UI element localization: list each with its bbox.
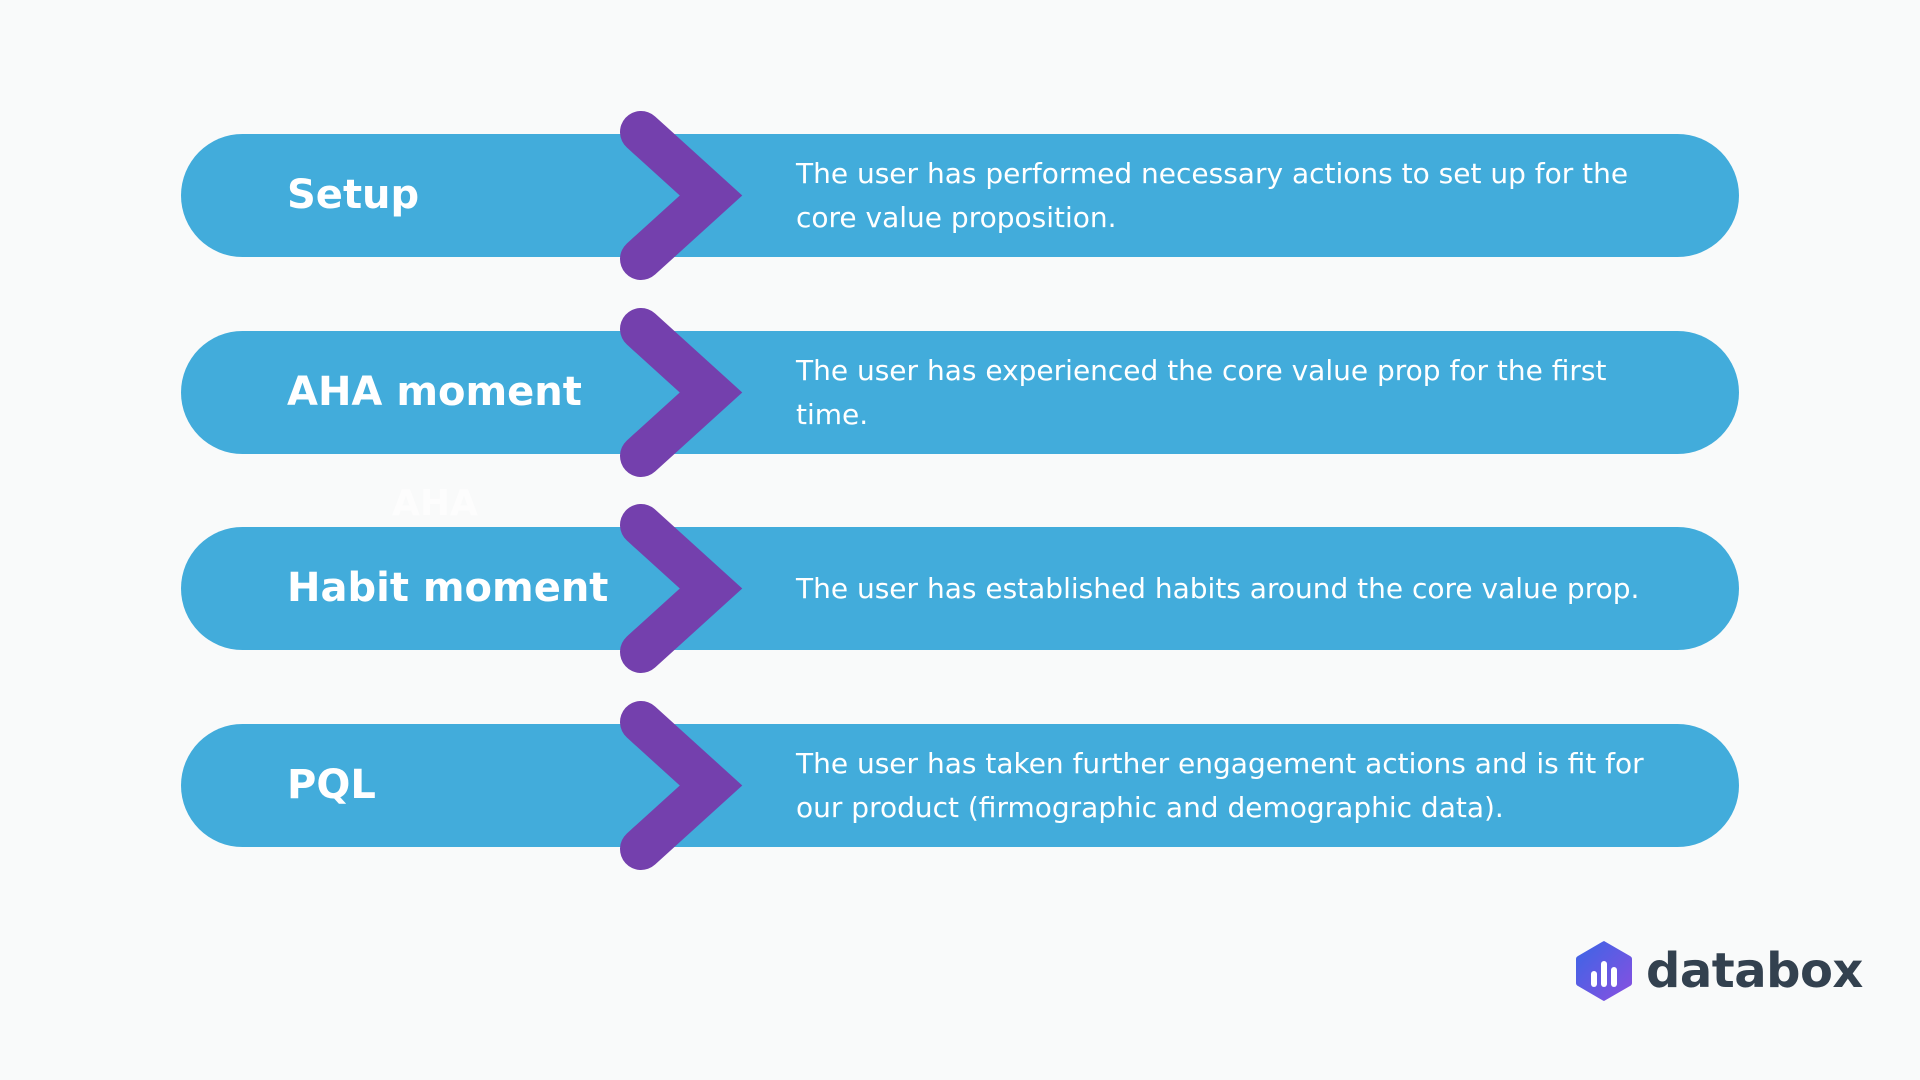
step-habit-moment: Habit moment The user has established ha… bbox=[181, 504, 1739, 673]
step-description: The user has taken further engagement ac… bbox=[796, 746, 1644, 824]
step-label: PQL bbox=[287, 762, 376, 808]
chevron-right-icon bbox=[620, 504, 743, 673]
step-description: The user has experienced the core value … bbox=[796, 353, 1607, 431]
step-description: The user has performed necessary actions… bbox=[796, 156, 1629, 234]
ghost-text: AHA bbox=[392, 483, 478, 524]
step-pill bbox=[181, 331, 1739, 454]
databox-logo: databox bbox=[1574, 940, 1863, 1002]
chevron-right-icon bbox=[620, 701, 743, 870]
step-pill bbox=[181, 527, 1739, 650]
step-label: Habit moment bbox=[287, 565, 609, 611]
step-description: The user has established habits around t… bbox=[796, 571, 1640, 605]
step-label: Setup bbox=[287, 172, 420, 218]
chevron-right-icon bbox=[620, 308, 743, 477]
step-pill bbox=[181, 134, 1739, 257]
chevron-right-icon bbox=[620, 111, 743, 280]
step-setup: Setup The user has performed necessary a… bbox=[181, 111, 1739, 280]
step-aha-moment: AHA moment The user has experienced the … bbox=[181, 308, 1739, 477]
databox-hexagon-bars-icon bbox=[1576, 941, 1632, 1001]
step-pql: PQL The user has taken further engagemen… bbox=[181, 701, 1739, 870]
step-pill bbox=[181, 724, 1739, 847]
logo-wordmark: databox bbox=[1646, 943, 1863, 999]
step-label: AHA moment bbox=[287, 369, 582, 415]
